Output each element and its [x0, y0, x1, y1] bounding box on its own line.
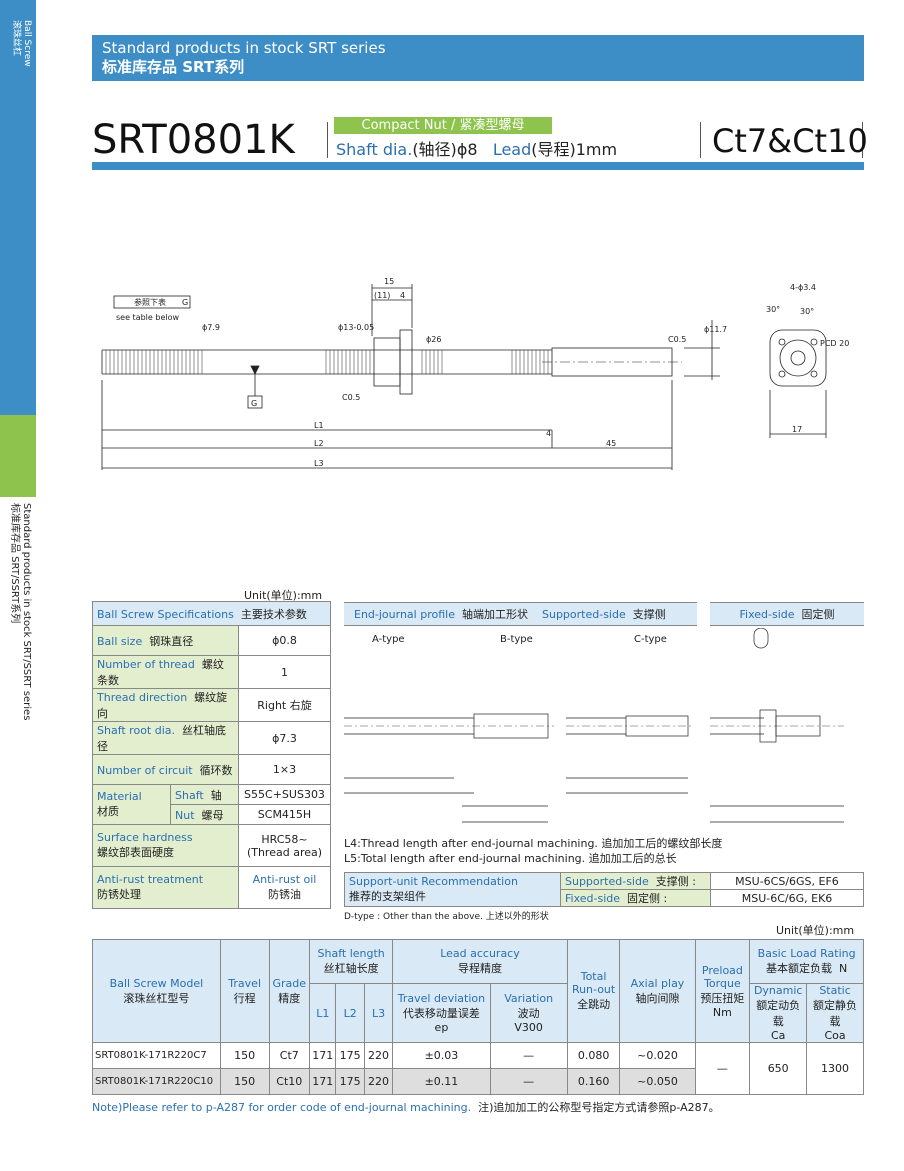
dim-4-end: 4 — [546, 429, 551, 438]
side-tab-label: Ball Screw 滚珠丝杠 — [11, 20, 32, 67]
section-title-cn: 标准库存品 SRT系列 — [102, 58, 245, 76]
specs-table: Ball Screw Specifications 主要技术参数 Ball si… — [92, 601, 331, 909]
ref-g-mark: G — [251, 399, 257, 408]
d-type-note: D-type : Other than the above. 上述以外的形状 — [344, 912, 549, 922]
flange-angle-1: 30° — [766, 305, 780, 314]
ref-label: 参照下表 — [134, 297, 166, 307]
dim-flange-dia: ϕ26 — [426, 335, 441, 344]
end-journal-drawing: A-type B-type C-type — [344, 628, 844, 823]
dim-45: 45 — [606, 439, 616, 448]
side-tab-green — [0, 415, 36, 497]
flange-pcd: PCD 20 — [820, 339, 849, 348]
dim-l1: L1 — [314, 421, 324, 430]
dim-l3: L3 — [314, 459, 324, 468]
see-table-note: see table below — [116, 313, 179, 322]
model-name: SRT0801K — [92, 117, 295, 163]
table-row: Shaft root dia. 丝杠轴底径 ϕ7.3 — [92, 721, 331, 755]
specs-header: Ball Screw Specifications 主要技术参数 — [92, 601, 331, 626]
end-journal-header: End-journal profile 轴端加工形状 Supported-sid… — [344, 602, 697, 626]
table-row: Number of circuit 循环数 1×3 — [92, 754, 331, 785]
dim-root: ϕ7.9 — [202, 323, 220, 332]
table-row: Number of thread 螺纹条数 1 — [92, 655, 331, 689]
dim-4-nut: 4 — [400, 291, 405, 300]
flange-width: 17 — [792, 425, 802, 434]
unit-label: Unit(单位):mm — [776, 924, 855, 937]
table-row: Nut 螺母 SCM415H — [93, 804, 331, 825]
divider — [700, 122, 701, 158]
footnote: Note)Please refer to p-A287 for order co… — [92, 1101, 720, 1114]
fixed-side-header: Fixed-side 固定侧 — [710, 602, 864, 626]
table-row: Thread direction 螺纹旋向 Right 右旋 — [92, 688, 331, 722]
dim-l2: L2 — [314, 439, 324, 448]
ref-sym: G — [182, 298, 188, 307]
dim-chamfer-1: C0.5 — [342, 393, 360, 402]
shaft-lead-line: Shaft dia.(轴径)ϕ8 Lead(导程)1mm — [336, 140, 618, 159]
flange-holes: 4-ϕ3.4 — [790, 283, 816, 292]
header-rule — [92, 162, 864, 170]
dim-journal-dia: ϕ11.7 — [704, 325, 727, 334]
b-type-label: B-type — [500, 634, 533, 645]
journal-notes: L4:Thread length after end-journal machi… — [344, 837, 723, 865]
unit-label: Unit(单位):mm — [244, 589, 323, 602]
section-title-en: Standard products in stock SRT series — [102, 39, 386, 57]
ball-screw-drawing: 参照下表 G see table below 15 (11) 4 ϕ7.9 ϕ1… — [101, 277, 849, 470]
dim-15: 15 — [384, 277, 394, 286]
grade-title: Ct7&Ct10 — [712, 122, 868, 160]
dim-chamfer-2: C0.5 — [668, 335, 686, 344]
c-type-label: C-type — [634, 634, 667, 645]
table-row: Ball size 钢珠直径 ϕ0.8 — [92, 625, 331, 656]
a-type-label: A-type — [372, 634, 405, 645]
dim-nut-dia: ϕ13-0.05 — [338, 323, 374, 332]
flange-angle-2: 30° — [800, 307, 814, 316]
side-section-label: Standard products in stock SRT/SSRT seri… — [9, 503, 32, 721]
dim-11: (11) — [374, 291, 390, 300]
nut-type-badge: Compact Nut / 紧凑型螺母 — [334, 117, 552, 134]
table-row: Fixed-side 固定侧 : MSU-6C/6G, EK6 — [345, 889, 864, 907]
side-tab-blue — [0, 0, 36, 415]
table-row: SRT0801K-171R220C7 150 Ct7 171 175 220 ±… — [92, 1042, 864, 1095]
divider — [862, 122, 863, 158]
divider — [327, 122, 328, 158]
section-header: Standard products in stock SRT series 标准… — [92, 35, 864, 81]
table-row: SRT0801K-171R220C10 150 Ct10 171 175 220… — [92, 1068, 864, 1095]
